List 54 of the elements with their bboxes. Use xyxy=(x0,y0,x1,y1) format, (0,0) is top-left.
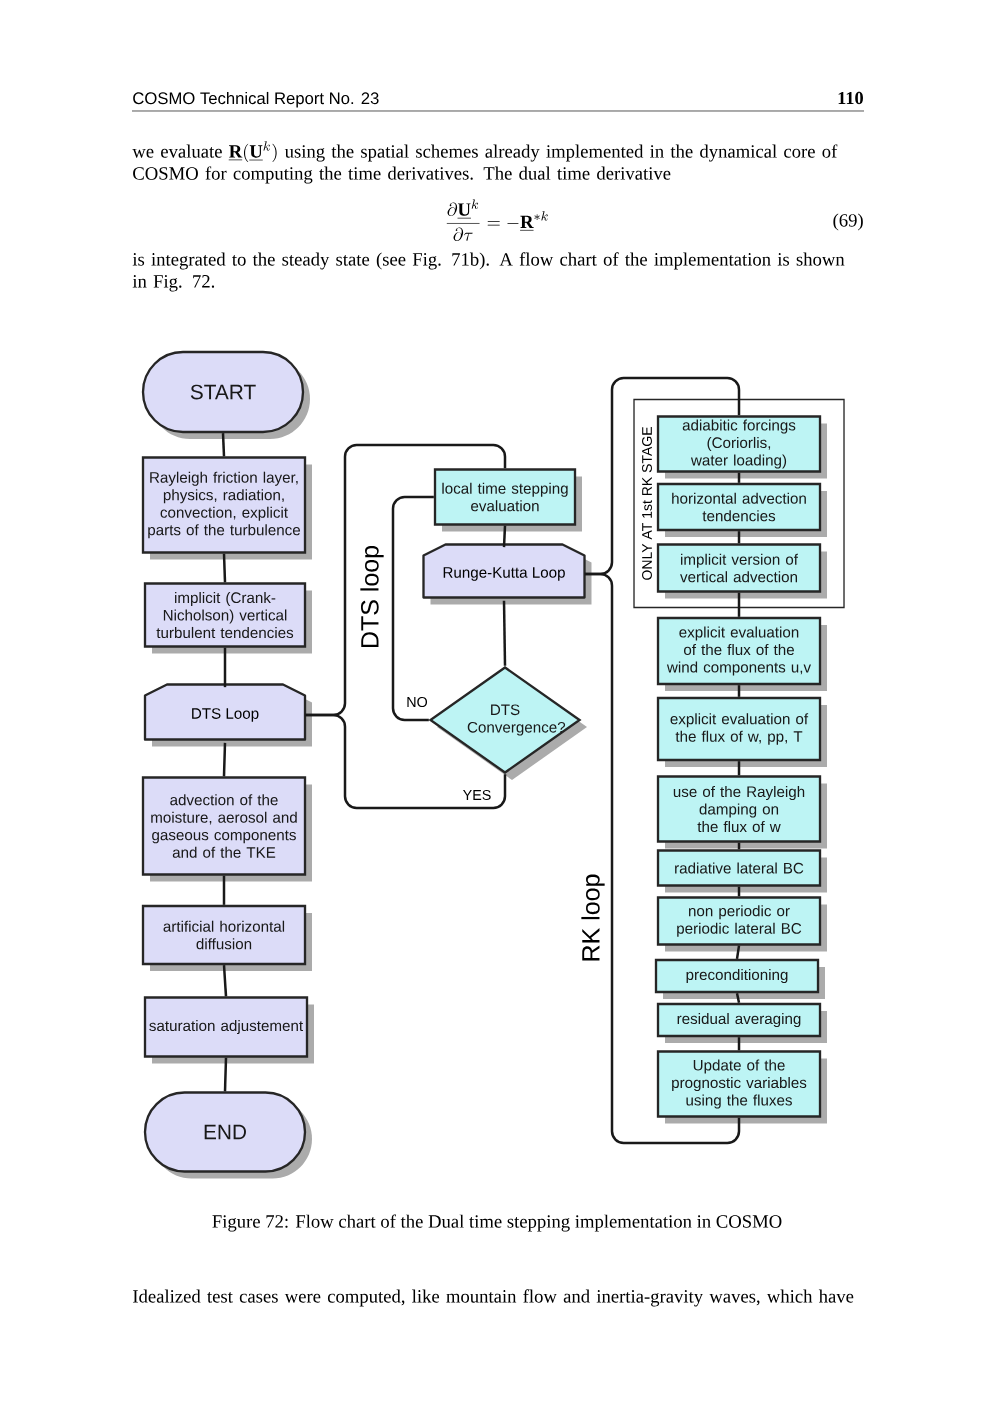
connector-line xyxy=(502,525,507,548)
paragraph: Idealized test cases were computed, like mountain flow and inertia-gravity waves, which have xyxy=(133,1289,854,1307)
process-box: residual averaging xyxy=(656,1002,827,1043)
connector-line xyxy=(223,647,227,688)
process-box: implicit version of vertical advection xyxy=(656,543,827,599)
connector-line xyxy=(737,531,741,544)
process-box: preconditioning xyxy=(654,958,825,999)
connector-line xyxy=(737,685,741,697)
edge-label: NO xyxy=(404,695,430,709)
running-header: COSMO Technical Report No. 23 xyxy=(133,91,379,108)
terminal-box: START xyxy=(141,350,310,439)
connector-line xyxy=(737,761,741,776)
process-box: non periodic or periodic lateral BC xyxy=(656,896,827,952)
connector-line xyxy=(222,965,228,997)
connector-line xyxy=(735,945,741,960)
connector-line xyxy=(391,495,434,722)
connector-line xyxy=(735,992,741,1004)
connector-line xyxy=(305,713,507,810)
process-box: adiabitic forcings (Coriorlis, water loading) xyxy=(656,415,827,479)
paragraph: we evaluate $\underline{\mathbf{R}}(\underline{\mathbf{U}}^k)$ using the spatial schemes already implemented in the dynamical core of COSMO for computing the time derivatives. The dual time derivative xyxy=(132,141,838,184)
connector-line xyxy=(222,742,227,777)
process-box: Rayleigh friction layer, physics, radiation, convection, explicit parts of the turbulence xyxy=(141,456,312,560)
process-box: explicit evaluation of the flux of the wind components u,v xyxy=(656,616,827,691)
connector-line xyxy=(737,842,741,850)
connector-line xyxy=(223,1057,228,1092)
loop-box: Runge-Kutta Loop xyxy=(422,543,592,605)
terminal-box: END xyxy=(143,1091,312,1179)
process-box: use of the Rayleigh damping on the flux of w xyxy=(656,775,827,849)
process-box: advection of the moisture, aerosol and gaseous components and of the TKE xyxy=(141,776,312,882)
process-box: saturation adjustement xyxy=(143,996,314,1064)
connector-line xyxy=(737,886,741,897)
process-box: artificial horizontal diffusion xyxy=(141,904,312,971)
loop-label: DTS loop xyxy=(360,546,384,648)
connector-line xyxy=(222,553,227,583)
connector-line xyxy=(222,875,226,905)
page-number: 110 xyxy=(838,91,863,105)
equation: $\frac{\partial\underline{\mathbf{U}}^k}{\partial\tau} = -\underline{\mathbf{R}}^{*k}$ xyxy=(446,199,548,241)
process-box: radiative lateral BC xyxy=(656,849,827,893)
connector-line xyxy=(737,1037,741,1051)
loop-label: RK loop xyxy=(581,874,605,961)
process-box: implicit (Crank-Nicholson) vertical turbulent tendencies xyxy=(143,582,312,654)
connector-line xyxy=(737,592,741,617)
loop-box: DTS Loop xyxy=(143,683,312,747)
equation-number: (69) xyxy=(833,213,863,231)
figure-caption: Figure 72: Flow chart of the Dual time stepping implementation in COSMO xyxy=(212,1214,782,1232)
connector-line xyxy=(221,433,226,457)
process-box: explicit evaluation of the flux of w, pp, T xyxy=(656,696,827,767)
edge-label: YES xyxy=(461,788,493,802)
paragraph: is integrated to the steady state (see Fig. 71b). A flow chart of the implementation is shown in Fig. 72. xyxy=(132,252,845,292)
connector-line xyxy=(502,600,507,666)
process-box: local time stepping evaluation xyxy=(433,468,582,532)
connector-line xyxy=(737,472,741,483)
process-box: horizontal advection tendencies xyxy=(656,482,827,537)
process-box: Update of the prognostic variables using the fluxes xyxy=(656,1050,827,1124)
